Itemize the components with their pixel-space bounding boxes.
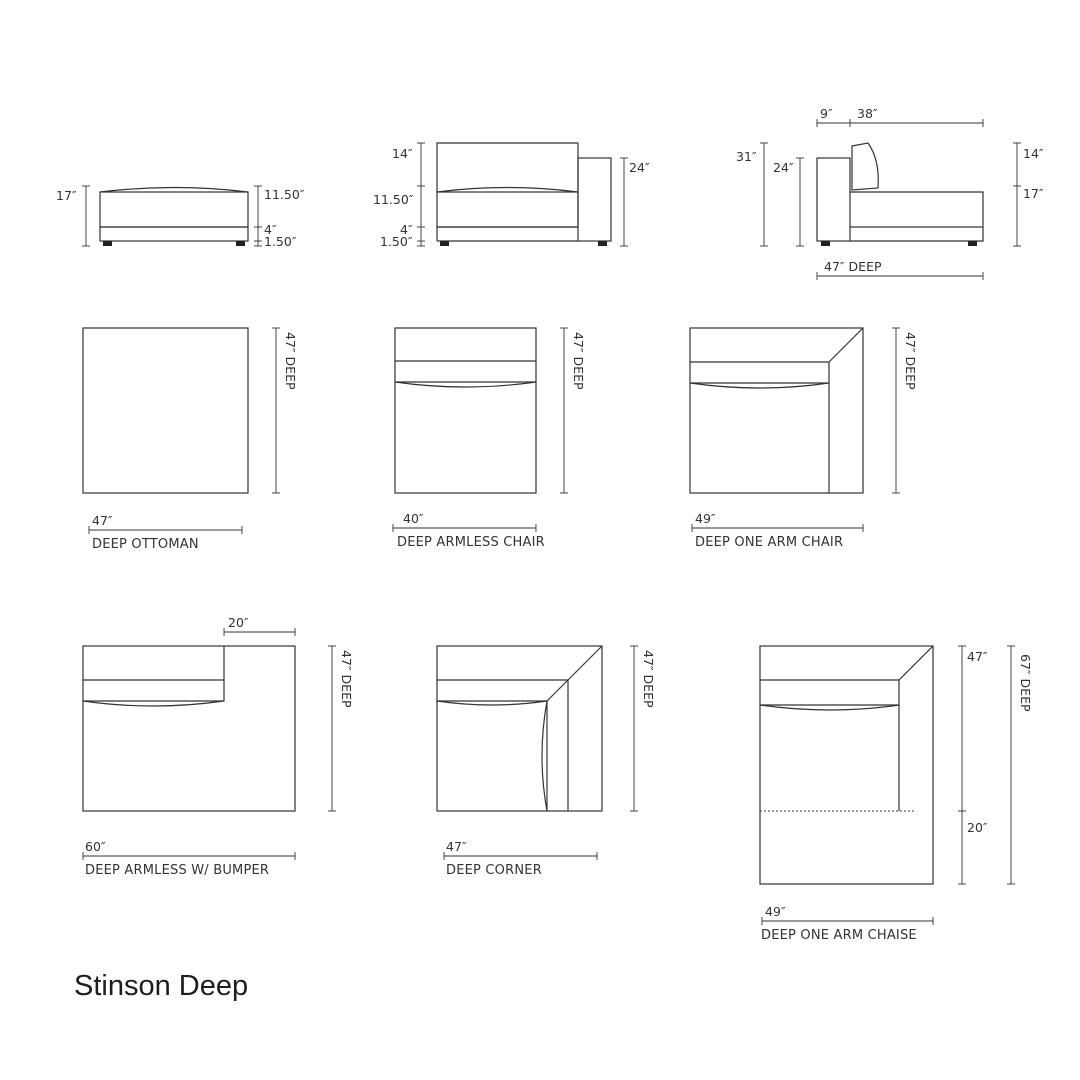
back-line (83, 646, 225, 681)
side-seat (850, 191, 984, 242)
side-depth-label: 47″ DEEP (824, 259, 882, 274)
armless-plan-crown (394, 381, 537, 388)
side-total-height-label: 31″ (736, 149, 757, 164)
armless-arm-height-label: 24″ (629, 160, 650, 175)
page-title: Stinson Deep (74, 970, 249, 1002)
chaise-depth-label: 67″ DEEP (1018, 654, 1033, 712)
bumper-size-label: 20″ (228, 615, 249, 630)
plan-deep-one-arm-chaise: 47″ 20″ 67″ DEEP 49″ DEEP ONE ARM CHAISE (759, 645, 1033, 943)
side-arm (816, 157, 851, 242)
ottoman-elevation: 17″ 11.50″ 4″ 1.50″ (56, 185, 305, 249)
ottoman-width-label: 47″ (92, 513, 113, 528)
chaise-plan-outline (759, 645, 934, 885)
bumper-width-label: 60″ (85, 839, 106, 854)
ottoman-cushion (99, 191, 249, 228)
seat-front-line (83, 680, 225, 702)
side-arm-height-label: 24″ (773, 160, 794, 175)
ottoman-leg-label: 1.50″ (264, 234, 297, 249)
armless-width-label: 40″ (403, 511, 424, 526)
armless-plan-outline (394, 327, 537, 494)
side-arm-width-label: 9″ (820, 106, 833, 121)
armless-base-label: 4″ (400, 222, 413, 237)
armless-cushion (436, 191, 579, 228)
bumper-plan-crown (82, 700, 225, 707)
chaise-upper-label: 47″ (967, 649, 988, 664)
onearm-module-name: DEEP ONE ARM CHAIR (695, 535, 843, 550)
ottoman-depth-label: 47″ DEEP (283, 332, 298, 390)
corner-module-name: DEEP CORNER (446, 863, 542, 878)
chaise-lower-label: 20″ (967, 820, 988, 835)
armless-elevation: 14″ 11.50″ 4″ 1.50″ 24″ (373, 142, 650, 249)
side-seat-depth-label: 38″ (857, 106, 878, 121)
corner-width-label: 47″ (446, 839, 467, 854)
plan-deep-ottoman: 47″ DEEP 47″ DEEP OTTOMAN (82, 327, 298, 552)
armless-cushion-crown (436, 186, 579, 193)
onearm-width-label: 49″ (695, 511, 716, 526)
side-back-cushion (851, 142, 879, 191)
ottoman-cushion-crown (99, 186, 249, 193)
corner-plan-crown-front (436, 700, 548, 706)
armless-leg-label: 1.50″ (380, 234, 413, 249)
ottoman-plan-outline (82, 327, 249, 494)
chaise-module-name: DEEP ONE ARM CHAISE (761, 928, 917, 943)
inner-diagonal (546, 679, 569, 702)
corner-plan-outline (436, 645, 603, 812)
plan-deep-corner: 47″ DEEP 47″ DEEP CORNER (436, 645, 656, 878)
armless-arm (577, 157, 612, 242)
corner-diagonal (567, 645, 603, 681)
corner-diagonal (828, 327, 864, 363)
ottoman-height-label: 17″ (56, 188, 77, 203)
side-back-label: 14″ (1023, 146, 1044, 161)
armless-backrest (436, 142, 579, 192)
armless-back-label: 14″ (392, 146, 413, 161)
ottoman-base (99, 226, 249, 242)
chaise-width-label: 49″ (765, 904, 786, 919)
bumper-depth-label: 47″ DEEP (339, 650, 354, 708)
armless-module-name: DEEP ARMLESS CHAIR (397, 535, 545, 550)
corner-depth-label: 47″ DEEP (641, 650, 656, 708)
corner-diagonal (898, 645, 934, 681)
side-seat-height-label: 17″ (1023, 186, 1044, 201)
onearm-depth-label: 47″ DEEP (903, 332, 918, 390)
ottoman-base-label: 4″ (264, 222, 277, 237)
bumper-module-name: DEEP ARMLESS W/ BUMPER (85, 863, 269, 878)
ottoman-seat-label: 11.50″ (264, 187, 305, 202)
ottoman-module-name: DEEP OTTOMAN (92, 537, 199, 552)
plan-deep-armless-chair: 47″ DEEP 40″ DEEP ARMLESS CHAIR (392, 327, 586, 550)
onearm-plan-crown (689, 382, 830, 389)
bumper-plan-outline (82, 645, 296, 812)
armless-depth-label: 47″ DEEP (571, 332, 586, 390)
side-leg-left (821, 241, 830, 246)
ottoman-leg-right (236, 241, 245, 246)
armless-leg-right (598, 241, 607, 246)
corner-plan-crown-side (541, 700, 548, 812)
side-leg-right (968, 241, 977, 246)
armless-seat-label: 11.50″ (373, 192, 414, 207)
side-elevation: 9″ 38″ 31″ 24″ 14″ 17″ 47″ DEEP (736, 106, 1044, 280)
chaise-plan-crown (759, 704, 900, 711)
plan-deep-one-arm-chair: 47″ DEEP 49″ DEEP ONE ARM CHAIR (689, 327, 918, 550)
ottoman-leg-left (103, 241, 112, 246)
onearm-plan-outline (689, 327, 864, 494)
armless-leg-left (440, 241, 449, 246)
plan-deep-armless-bumper: 20″ 47″ DEEP 60″ DEEP ARMLESS W/ BUMPER (82, 615, 354, 878)
